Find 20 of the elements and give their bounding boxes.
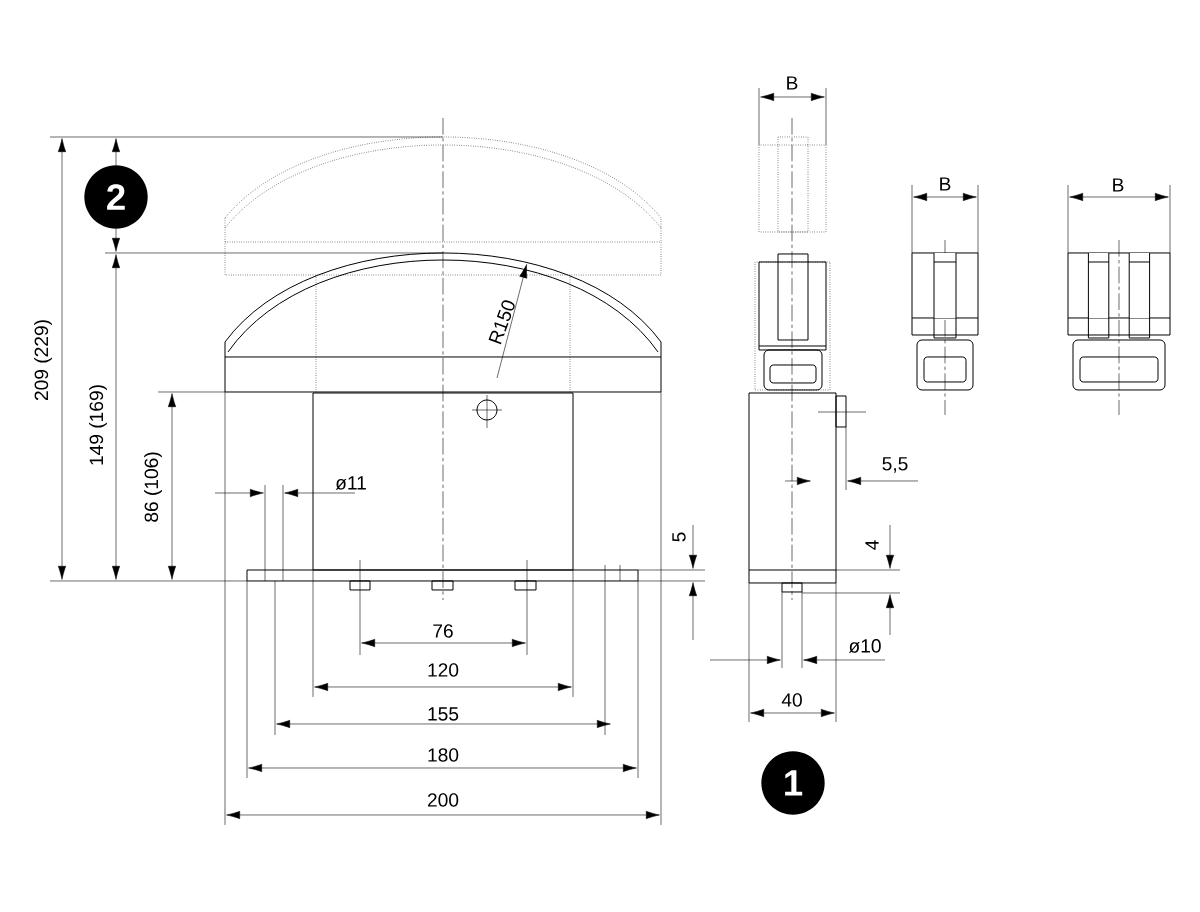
dimension-label: B [940,177,951,191]
callout-number: 1 [761,751,825,815]
dimension-label: ø10 [848,639,881,653]
dimension-label: 120 [428,663,459,677]
dimension-label: 149 (169) [89,385,107,465]
dimension-label: 4 [865,540,879,550]
dimension-label: 180 [428,748,459,762]
dimension-label: 86 (106) [144,452,162,522]
dimension-label: 40 [781,693,802,707]
callout-number: 2 [84,165,148,229]
dimension-label: 200 [428,793,459,807]
dimension-label: 5,5 [882,457,908,473]
dimension-label: 5 [672,532,686,542]
dimension-label: ø11 [335,476,366,490]
dimension-label: B [787,76,798,90]
dimension-label: R150 [488,300,515,345]
dimension-label: 76 [433,624,453,638]
dimension-label: B [1113,178,1124,192]
dimension-label: 209 (229) [34,320,52,401]
dimension-label: 155 [428,707,459,721]
